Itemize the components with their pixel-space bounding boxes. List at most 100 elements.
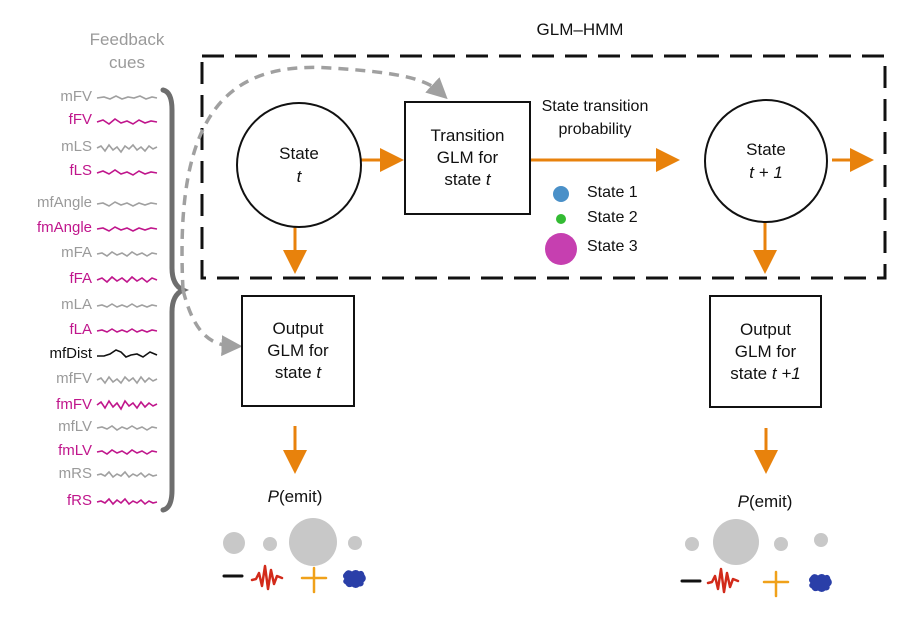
cue-trace <box>96 375 158 385</box>
song-icons-right <box>680 567 832 598</box>
cue-label: fLA <box>69 321 92 338</box>
state-t-node: State t <box>236 102 362 228</box>
cue-trace <box>96 449 158 455</box>
emit-circle <box>348 536 362 550</box>
cue-trace <box>96 118 158 125</box>
transition-glm-box: Transition GLM for state t <box>404 101 531 215</box>
cue-trace <box>96 143 158 154</box>
cue-label: fmFV <box>56 396 92 413</box>
state-t-var: t <box>296 167 302 186</box>
cue-trace <box>96 303 158 308</box>
song-icon-orange <box>762 570 790 598</box>
cue-trace <box>96 226 158 232</box>
cue-label: fmLV <box>58 442 92 459</box>
cue-label: mFA <box>61 244 92 261</box>
song-icons-left <box>222 564 366 594</box>
output-glm-t-plus-1-line3: state t +1 <box>730 363 800 385</box>
cue-label: fFA <box>69 270 92 287</box>
emit-circle <box>685 537 699 551</box>
dashed-arrow-to-transition <box>180 65 448 291</box>
cue-label: fRS <box>66 492 92 509</box>
state-t-plus-1-var: t + 1 <box>749 163 783 182</box>
legend-dot-state-2 <box>556 214 566 224</box>
state-t-plus-1-node: State t + 1 <box>704 99 828 223</box>
cues-brace <box>160 87 190 513</box>
song-icon-red <box>250 564 284 591</box>
transition-glm-line1: Transition <box>430 126 505 145</box>
cue-trace <box>96 95 158 100</box>
feedback-cues-line2: cues <box>109 53 145 72</box>
legend-label-state-3: State 3 <box>587 238 638 255</box>
cue-label: fFV <box>68 111 92 128</box>
cue-label: mfFV <box>56 370 92 387</box>
song-icon-blue <box>809 574 832 592</box>
transition-prob-line1: State transition <box>541 98 649 115</box>
emit-probability-left: P(emit) <box>245 487 345 507</box>
glm-hmm-title: GLM–HMM <box>536 20 624 39</box>
cue-label: mLA <box>61 296 92 313</box>
song-icon-blue <box>343 570 366 588</box>
emit-circle <box>223 532 245 554</box>
transition-prob-line2: probability <box>558 121 632 138</box>
emit-probability-right: P(emit) <box>715 492 815 512</box>
cue-label: mfLV <box>58 418 92 435</box>
output-glm-t-line3-prefix: state <box>274 363 317 382</box>
cue-trace <box>96 425 158 431</box>
cue-trace <box>97 349 158 358</box>
legend-dots <box>545 186 577 265</box>
emit-left-var: P <box>267 487 279 506</box>
cue-label: mFV <box>60 88 92 105</box>
output-glm-t-line3-var: t <box>316 363 322 382</box>
output-glm-t-plus-1-line2: GLM for <box>734 341 797 361</box>
emit-circles-right <box>685 519 828 565</box>
output-glm-t-plus-1-line3-var: t +1 <box>771 363 801 383</box>
cue-trace <box>96 328 158 333</box>
cue-trace <box>96 169 158 176</box>
state-t-plus-1-label: State <box>746 140 786 159</box>
song-icon-red <box>706 567 740 594</box>
cue-trace <box>96 497 158 506</box>
emit-right-var: P <box>737 492 749 511</box>
emit-circles-left <box>223 518 362 566</box>
cue-label: mRS <box>58 465 92 482</box>
legend-dot-state-1 <box>553 186 569 202</box>
output-glm-t-plus-1-line3-prefix: state <box>730 363 772 383</box>
output-glm-t-box: Output GLM for state t <box>241 295 355 407</box>
legend-dot-state-3 <box>545 233 577 265</box>
output-glm-t-line3: state t <box>275 362 321 384</box>
emit-right-rest: (emit) <box>748 492 793 511</box>
glm-hmm-box <box>200 54 887 280</box>
cue-label: mfDist <box>49 345 93 362</box>
output-glm-t-line1: Output <box>272 319 324 338</box>
dashed-arrow-to-output <box>181 289 243 357</box>
output-glm-t-plus-1-line1: Output <box>739 319 792 339</box>
cue-label: fmAngle <box>36 219 92 236</box>
cue-trace <box>96 201 158 207</box>
song-icon-orange <box>300 566 328 594</box>
transition-glm-line3: state t <box>444 169 490 191</box>
emit-circle <box>263 537 277 551</box>
output-glm-t-line2: GLM for <box>267 341 329 360</box>
emit-circle <box>814 533 828 547</box>
state-transition-probability: State transition probability <box>520 97 670 140</box>
transition-glm-line3-prefix: state <box>444 170 486 189</box>
cue-trace <box>96 251 158 257</box>
legend-label-state-2: State 2 <box>587 209 638 226</box>
cue-trace <box>96 470 158 479</box>
cue-traces <box>96 95 158 506</box>
orange-arrows <box>283 148 874 474</box>
cue-label: mfAngle <box>36 194 92 211</box>
feedback-cues-title: Feedback cues <box>72 28 182 74</box>
emit-circle <box>289 518 337 566</box>
cue-trace <box>96 275 158 284</box>
cue-trace <box>96 399 158 411</box>
emit-circle <box>713 519 759 565</box>
cue-label: fLS <box>69 162 92 179</box>
transition-glm-line3-var: t <box>485 170 491 189</box>
output-glm-t-plus-1-box: Output GLM for state t +1 <box>709 295 822 408</box>
legend-label-state-1: State 1 <box>587 184 638 201</box>
state-t-label: State <box>279 144 319 163</box>
emit-left-rest: (emit) <box>278 487 323 506</box>
feedback-cues-line1: Feedback <box>89 30 165 49</box>
